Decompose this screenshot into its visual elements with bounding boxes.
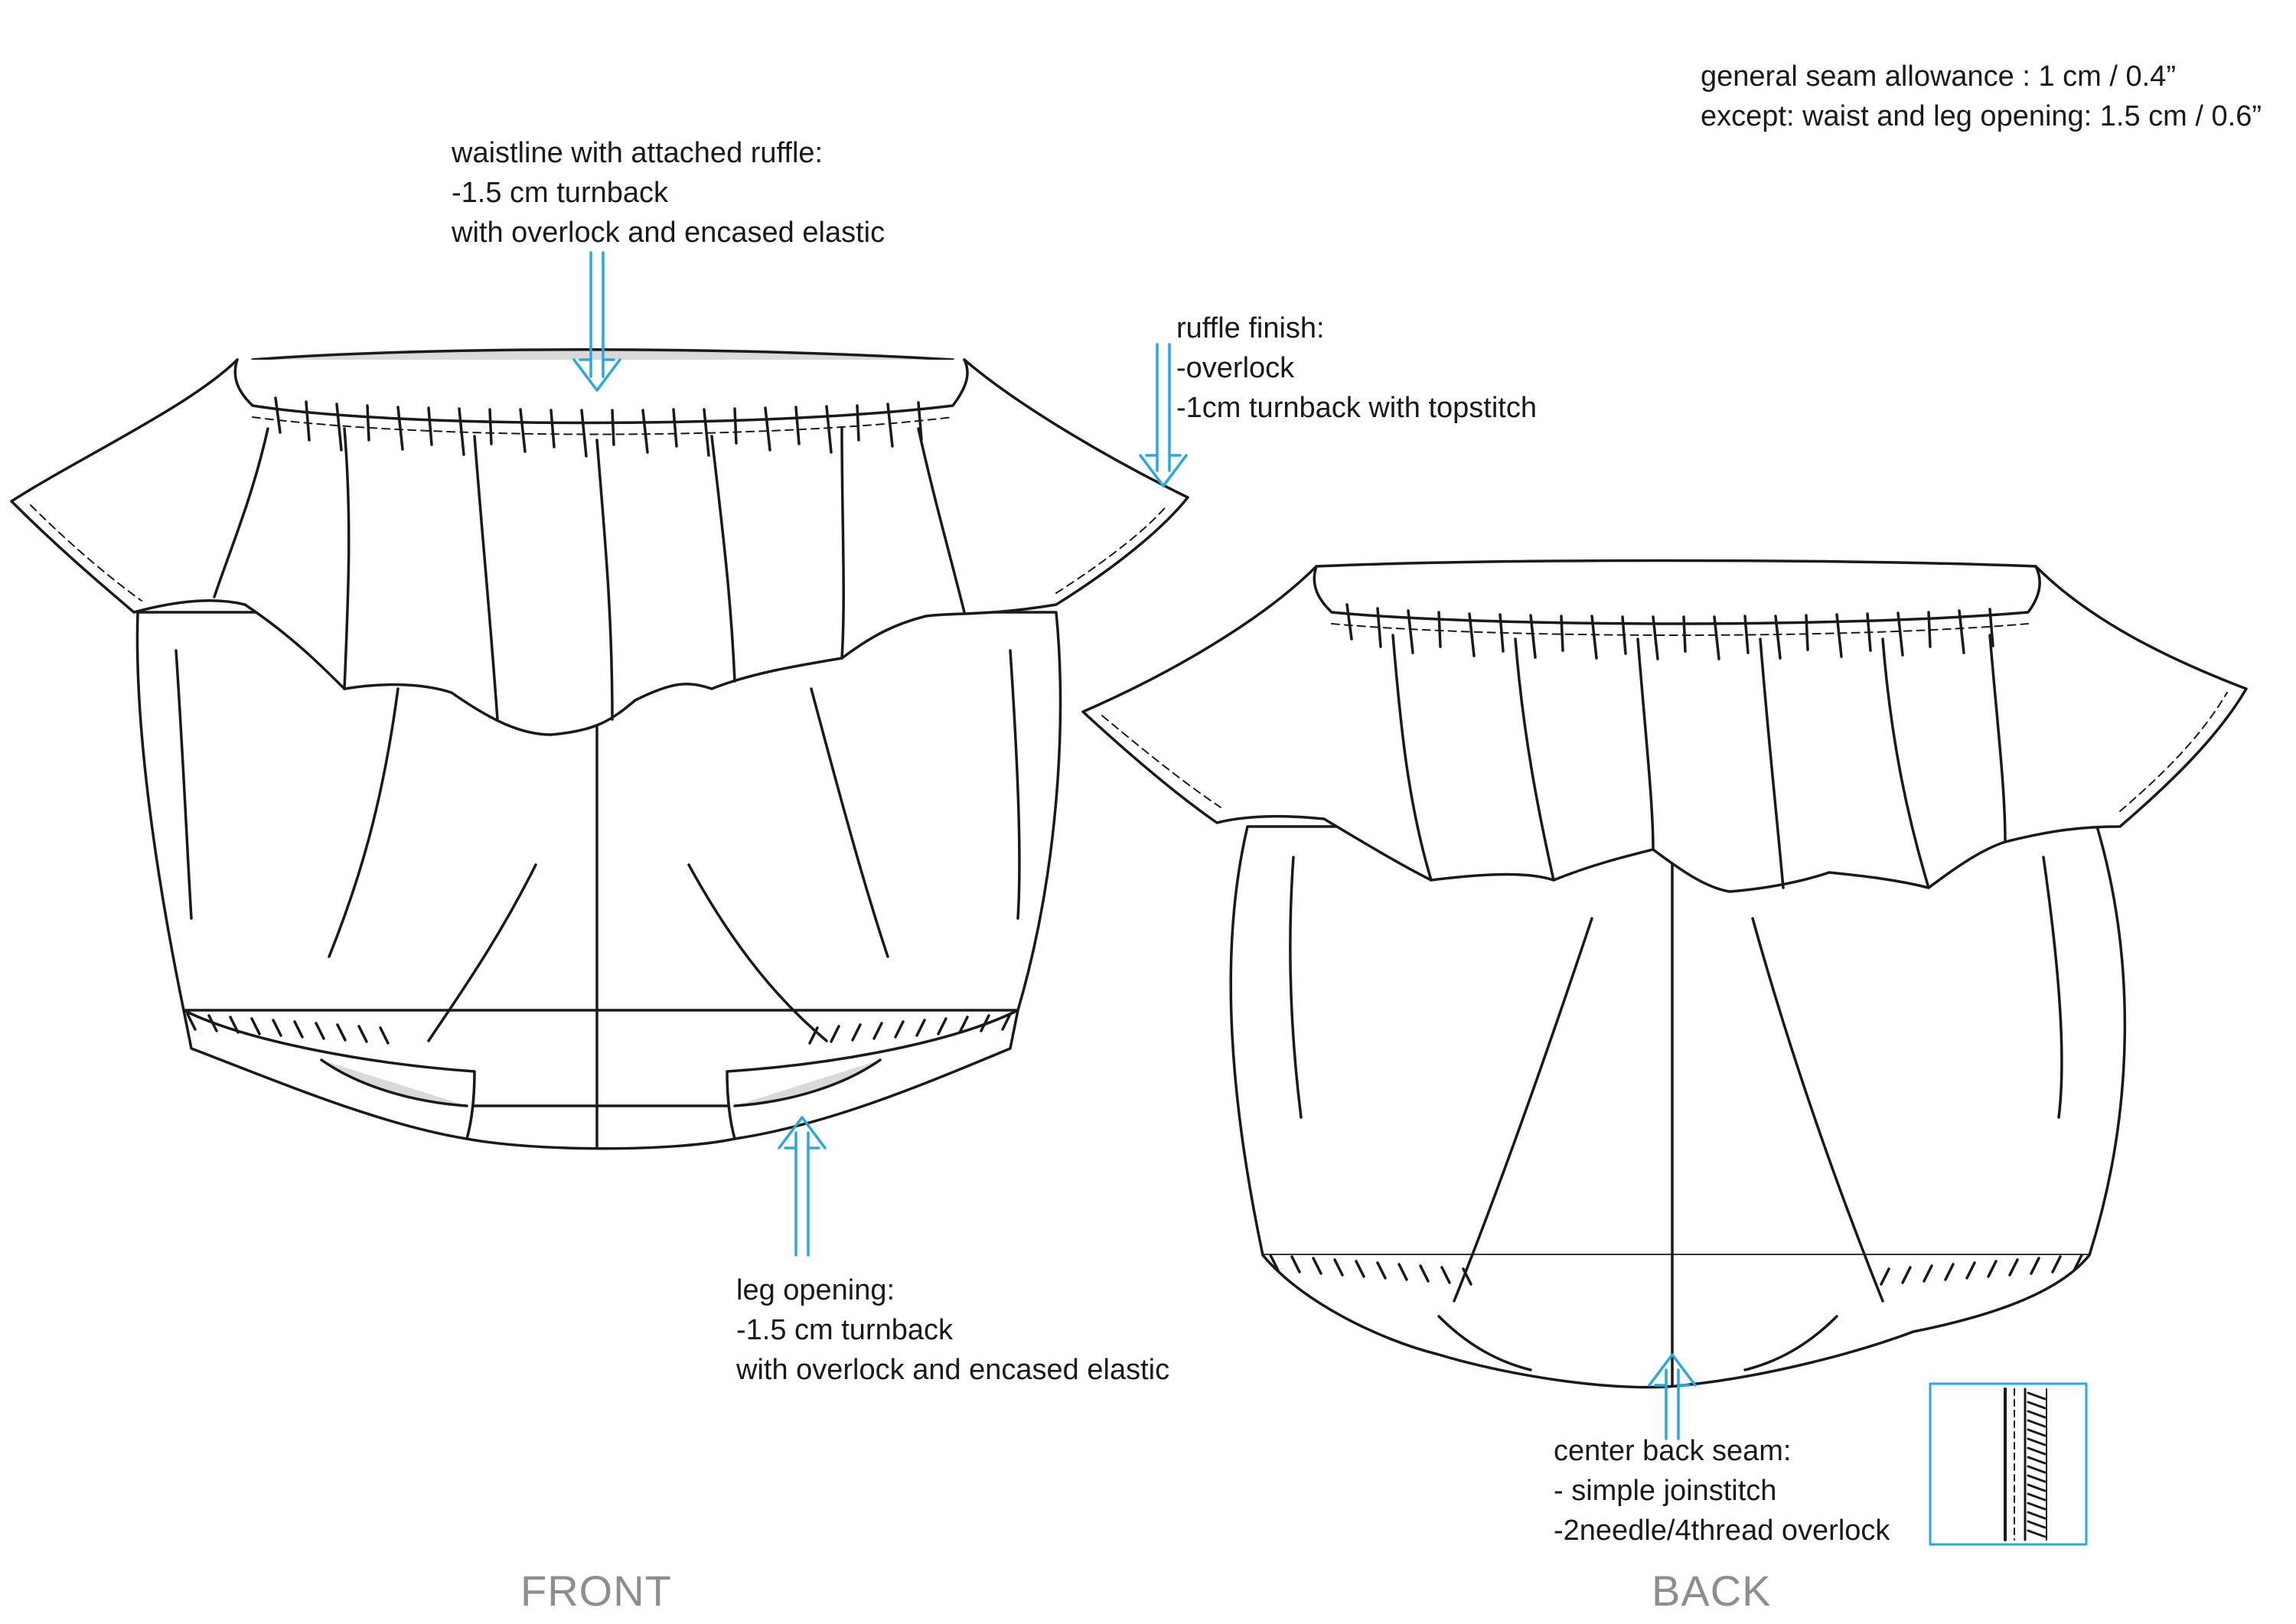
front-left-cuff-ruching: [186, 1013, 390, 1045]
back-view-label: BACK: [1652, 1567, 1772, 1615]
leg-opening-note-title: leg opening:: [736, 1274, 895, 1306]
front-drape-lines: [174, 649, 1021, 1042]
front-ruffle-topstitch: [30, 504, 1168, 602]
seam-detail-frame: [1929, 1382, 2088, 1546]
seam-allowance-line-2: except: waist and leg opening: 1.5 cm / …: [1701, 100, 2262, 132]
back-bloomer-drawing: [1081, 559, 2248, 1389]
waistline-note-title: waistline with attached ruffle:: [452, 137, 823, 169]
leg-opening-note-line-2: with overlock and encased elastic: [736, 1354, 1170, 1386]
front-waistband: [233, 358, 969, 425]
front-hem-curve: [465, 1137, 736, 1150]
ruffle-finish-arrow-icon: [1139, 343, 1188, 488]
back-waist-gathers: [1345, 603, 1994, 660]
seam-allowance-note: general seam allowance : 1 cm / 0.4” exc…: [1701, 57, 2262, 136]
ruffle-finish-note-line-2: -1cm turnback with topstitch: [1176, 392, 1537, 424]
waistline-note-line-1: -1.5 cm turnback: [452, 177, 668, 209]
overlock-seam-icon: [2004, 1388, 2047, 1541]
front-right-leg-cuff: [726, 1009, 1019, 1140]
back-ruffle-folds: [1391, 634, 2007, 889]
back-left-cuff-ruching: [1269, 1254, 1473, 1286]
back-waistband-stitch: [1331, 623, 2029, 636]
ruffle-finish-note: ruffle finish: -overlock -1cm turnback w…: [1176, 308, 1537, 428]
center-back-arrow-icon: [1648, 1353, 1697, 1440]
front-right-leg-opening: [733, 1058, 882, 1107]
back-right-cuff-ruching: [1880, 1254, 2083, 1286]
leg-opening-note-line-1: -1.5 cm turnback: [736, 1314, 953, 1346]
back-body-outline: [1229, 825, 2127, 1257]
leg-opening-note: leg opening: -1.5 cm turnback with overl…: [736, 1270, 1169, 1390]
front-waist-gathers: [274, 396, 923, 458]
back-drape-lines: [1289, 856, 2063, 1371]
front-right-cuff-ruching: [808, 1013, 1012, 1045]
callout-arrows: [572, 251, 1697, 1440]
waistline-note: waistline with attached ruffle: -1.5 cm …: [452, 133, 885, 253]
front-ruffle-folds: [213, 427, 966, 721]
center-back-note-line-1: - simple joinstitch: [1554, 1475, 1777, 1507]
seam-detail-box: [1929, 1382, 2088, 1546]
front-view-label: FRONT: [520, 1567, 672, 1615]
back-seat-curve: [1261, 1254, 2091, 1389]
seam-allowance-line-1: general seam allowance : 1 cm / 0.4”: [1701, 60, 2176, 93]
waistline-arrow-icon: [572, 251, 621, 392]
front-ruffle-outline: [10, 358, 1189, 736]
leg-opening-arrow-icon: [778, 1116, 827, 1257]
ruffle-finish-note-line-1: -overlock: [1176, 352, 1295, 384]
waistline-note-line-2: with overlock and encased elastic: [452, 217, 885, 249]
center-back-note-title: center back seam:: [1554, 1435, 1792, 1467]
front-left-leg-cuff: [182, 1009, 476, 1140]
front-left-leg-opening: [320, 1058, 468, 1107]
center-back-note: center back seam: - simple joinstitch -2…: [1554, 1431, 1890, 1551]
front-bloomer-drawing: [10, 348, 1189, 1150]
back-ruffle-topstitch: [1101, 692, 2228, 812]
center-back-note-line-2: -2needle/4thread overlock: [1554, 1515, 1890, 1547]
back-ruffle-outline: [1081, 565, 2248, 893]
ruffle-finish-note-title: ruffle finish:: [1176, 312, 1325, 344]
back-waistband: [1313, 559, 2041, 625]
